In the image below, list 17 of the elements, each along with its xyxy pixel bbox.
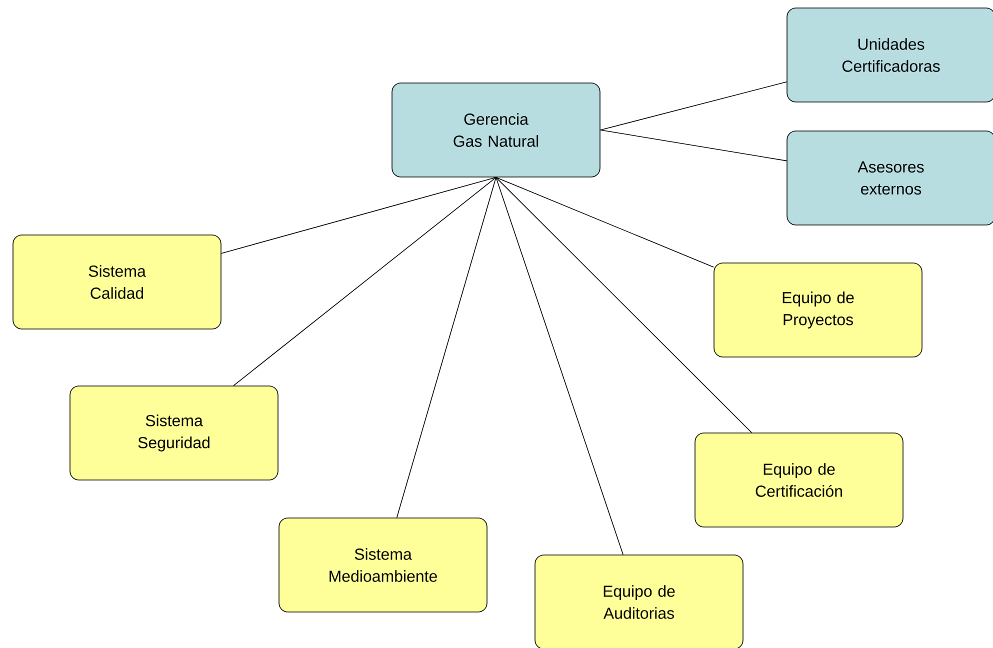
- process-box: Sistema Medioambiente: [278, 518, 488, 612]
- process-box: Sistema Seguridad: [70, 386, 278, 480]
- connector-line: [496, 177, 624, 555]
- connector-line: [496, 177, 752, 433]
- connector-line: [396, 177, 496, 518]
- header-box: Asesores externos: [786, 130, 993, 226]
- connector-line: [496, 177, 714, 268]
- connector-line: [600, 130, 787, 162]
- connector-line: [600, 81, 787, 130]
- process-box: Equipo de Certificación: [694, 432, 904, 528]
- process-box: Equipo de Proyectos: [714, 262, 922, 358]
- process-box: Equipo de Auditorias: [534, 554, 744, 648]
- header-box: Gerencia Gas Natural: [392, 82, 600, 178]
- connector-line: [233, 177, 496, 386]
- header-box: Unidades Certificadoras: [786, 8, 993, 102]
- process-box: Sistema Calidad: [12, 234, 222, 330]
- connector-line: [221, 177, 496, 254]
